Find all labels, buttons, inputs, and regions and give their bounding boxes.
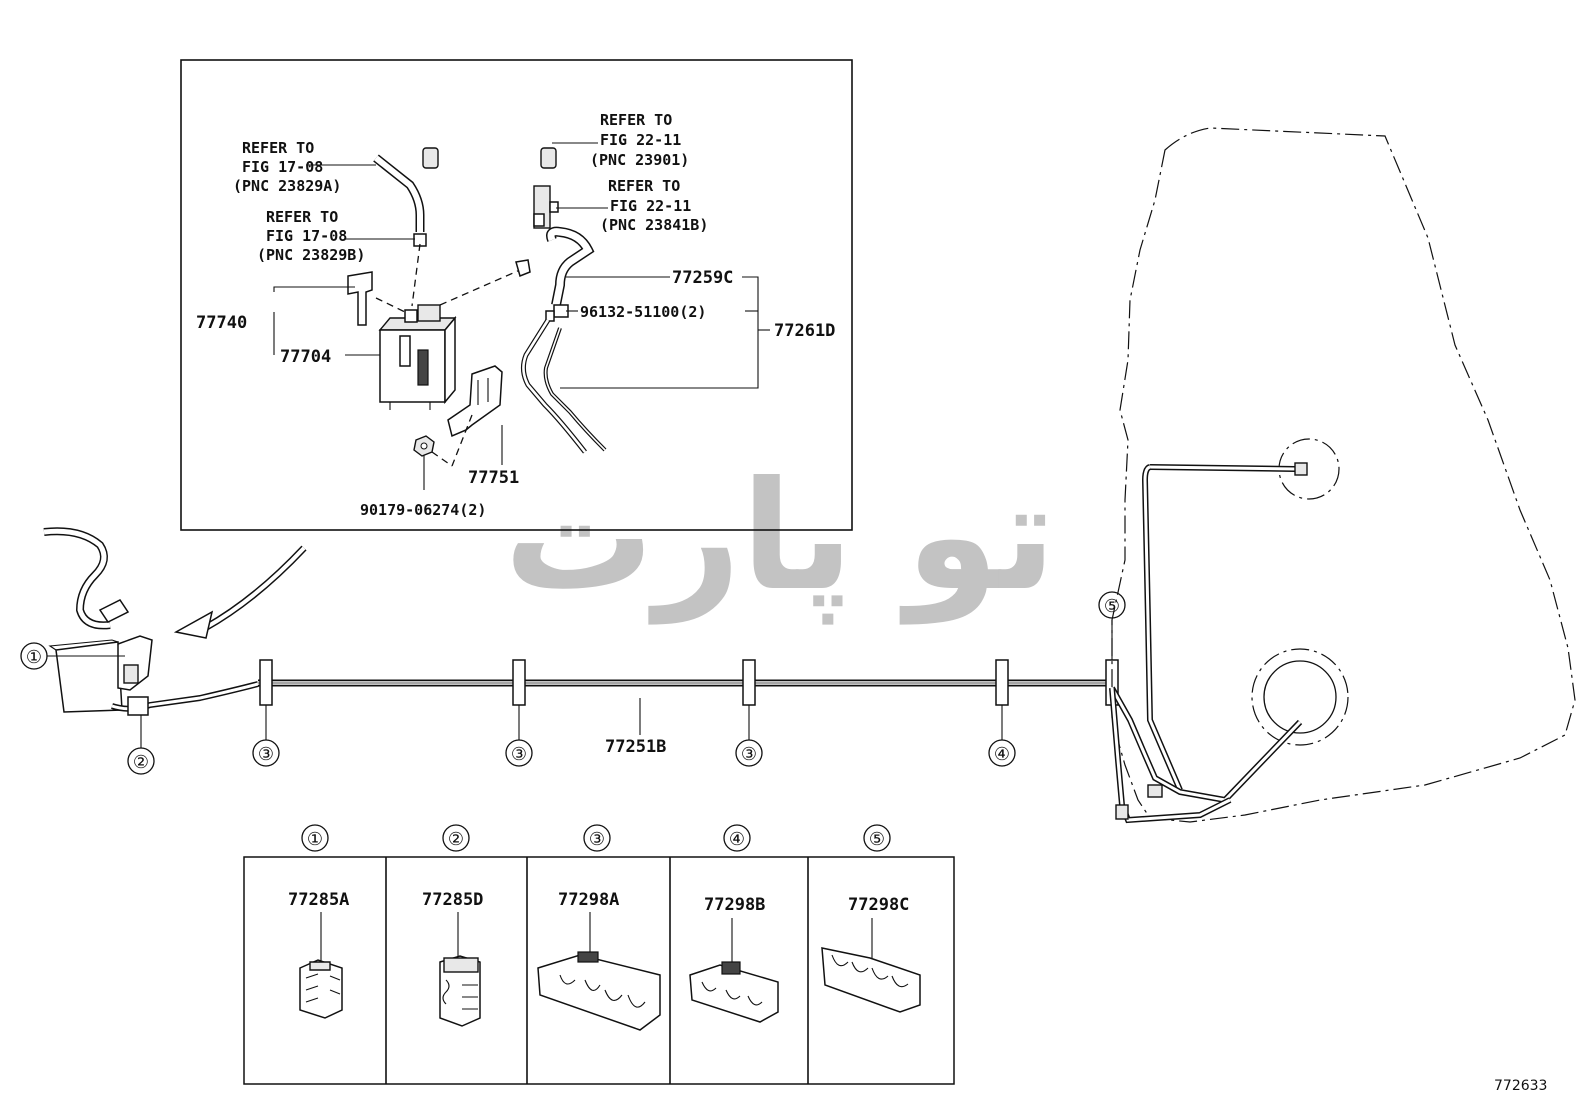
inset-pointer-arrow — [173, 545, 307, 639]
part-number-77261D: 77261D — [774, 321, 835, 341]
clamp-77285D-icon — [439, 955, 481, 1027]
svg-text:REFER TO: REFER TO — [600, 111, 672, 129]
svg-text:②: ② — [448, 829, 464, 850]
ref-23901: REFER TO FIG 22-11 (PNC 23901) — [590, 111, 689, 169]
clamp-legend: ① ② ③ ④ ⑤ 77285A 77285D 77298A 77298B 77… — [243, 824, 955, 1085]
svg-text:REFER TO: REFER TO — [608, 177, 680, 195]
legend-marker-1: ① — [301, 824, 329, 852]
svg-text:②: ② — [133, 752, 149, 773]
svg-text:③: ③ — [511, 744, 527, 765]
svg-text:REFER TO: REFER TO — [266, 208, 338, 226]
ref-23841B: REFER TO FIG 22-11 (PNC 23841B) — [600, 177, 708, 234]
svg-text:(PNC 23829A): (PNC 23829A) — [233, 177, 341, 195]
part-number-96132-51100: 96132-51100(2) — [580, 303, 706, 321]
ref-23829B: REFER TO FIG 17-08 (PNC 23829B) — [257, 208, 365, 264]
canister-assembly-main — [43, 527, 259, 716]
svg-text:⑤: ⑤ — [869, 829, 885, 850]
svg-text:④: ④ — [729, 829, 745, 850]
legend-marker-3: ③ — [583, 824, 611, 852]
part-number-77259C: 77259C — [672, 268, 733, 288]
part-number-77740: 77740 — [196, 313, 247, 333]
svg-text:①: ① — [26, 647, 42, 668]
legend-part-77285D: 77285D — [422, 890, 483, 910]
clamp-77285A-icon — [299, 959, 343, 1019]
legend-part-77285A: 77285A — [288, 890, 349, 910]
svg-text:①: ① — [307, 829, 323, 850]
svg-text:(PNC 23901): (PNC 23901) — [590, 151, 689, 169]
marker-clamp-3a: ③ — [252, 739, 280, 767]
legend-marker-2: ② — [442, 824, 470, 852]
svg-text:③: ③ — [741, 744, 757, 765]
svg-text:④: ④ — [994, 744, 1010, 765]
clamp-77298A-icon — [537, 951, 661, 1031]
svg-text:⑤: ⑤ — [1104, 596, 1120, 617]
svg-text:FIG 17-08: FIG 17-08 — [242, 158, 323, 176]
marker-clamp-3b: ③ — [505, 739, 533, 767]
legend-marker-5: ⑤ — [863, 824, 891, 852]
clamp-77298B-icon — [689, 961, 779, 1023]
svg-text:③: ③ — [258, 744, 274, 765]
svg-text:FIG 17-08: FIG 17-08 — [266, 227, 347, 245]
marker-clamp-1: ① — [20, 642, 48, 670]
marker-clamp-4: ④ — [988, 739, 1016, 767]
part-number-90179-06274: 90179-06274(2) — [360, 501, 486, 519]
marker-clamp-2: ② — [127, 747, 155, 775]
clamp-77298C-icon — [821, 947, 921, 1013]
svg-text:FIG 22-11: FIG 22-11 — [600, 131, 681, 149]
svg-text:③: ③ — [589, 829, 605, 850]
part-number-77251B: 77251B — [605, 737, 666, 757]
legend-part-77298C: 77298C — [848, 895, 909, 915]
svg-text:(PNC 23829B): (PNC 23829B) — [257, 246, 365, 264]
canister-77704 — [378, 304, 457, 410]
inset-frame — [180, 59, 853, 531]
figure-id: 772633 — [1494, 1078, 1547, 1094]
ref-23829A: REFER TO FIG 17-08 (PNC 23829A) — [233, 139, 341, 195]
svg-text:(PNC 23841B): (PNC 23841B) — [600, 216, 708, 234]
fuel-tank-outline — [1109, 127, 1576, 824]
marker-clamp-3c: ③ — [735, 739, 763, 767]
tube-clamps — [259, 659, 1119, 706]
svg-text:FIG 22-11: FIG 22-11 — [610, 197, 691, 215]
legend-marker-4: ④ — [723, 824, 751, 852]
legend-part-77298A: 77298A — [558, 890, 619, 910]
inset-detail: REFER TO FIG 17-08 (PNC 23829A) REFER TO… — [180, 59, 853, 531]
part-number-77704: 77704 — [280, 347, 331, 367]
part-number-77751: 77751 — [468, 468, 519, 488]
legend-part-77298B: 77298B — [704, 895, 765, 915]
marker-clamp-5: ⑤ — [1098, 591, 1126, 619]
svg-text:REFER TO: REFER TO — [242, 139, 314, 157]
watermark-logo: تو پارت — [504, 450, 1056, 625]
